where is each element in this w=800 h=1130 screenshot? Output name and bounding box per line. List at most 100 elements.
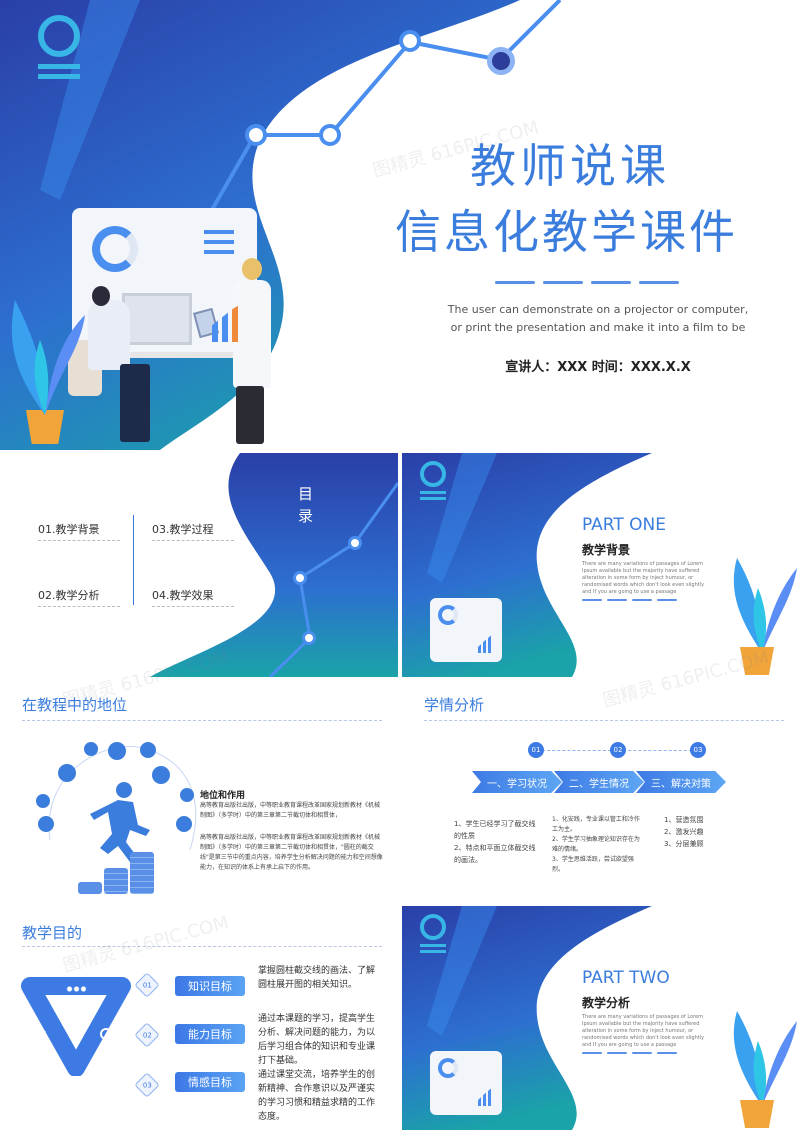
- toc-item-label: 03.教学过程: [152, 523, 214, 536]
- toc-item-label: 04.教学效果: [152, 589, 214, 602]
- goal-pill-emotion[interactable]: 情感目标: [175, 1072, 245, 1092]
- bar-decoration: [38, 74, 80, 79]
- goal-text-1: 掌握圆柱截交线的画法、了解圆柱展开图的相关知识。: [258, 966, 376, 990]
- underline-segment: [543, 281, 583, 284]
- underline-segment: [607, 599, 627, 601]
- note-item: 3、分层兼顾: [664, 840, 704, 848]
- part-one-slide: PART ONE 教学背景 There are many variations …: [402, 453, 800, 677]
- person-legs: [236, 386, 264, 444]
- bar-decoration: [420, 950, 446, 953]
- node-marker: [319, 124, 341, 146]
- underline-segment: [632, 599, 652, 601]
- toc-item-3[interactable]: 03.教学过程: [152, 521, 234, 541]
- cover-subtitle-line1: The user can demonstrate on a projector …: [447, 303, 749, 316]
- ring-decoration: [420, 914, 446, 940]
- location-icon: [180, 788, 194, 802]
- ring-decoration: [420, 461, 446, 487]
- cover-presenter: 宣讲人：XXX 时间：XXX.X.X: [505, 360, 691, 375]
- coin-stack-bar: [130, 852, 154, 894]
- step-arrow-3[interactable]: 三、解决对策: [636, 771, 726, 793]
- goal-pill-ability[interactable]: 能力目标: [175, 1024, 245, 1044]
- note-item: 1、化安践，专业课以管工和冷作工为主。: [552, 816, 640, 833]
- donut-chart-icon: [438, 1058, 458, 1078]
- book-icon: [38, 816, 54, 832]
- note-item: 2、激发兴趣: [664, 828, 704, 836]
- cover-title-line2: 信息化教学课件: [395, 205, 738, 259]
- underline-segment: [632, 1052, 652, 1054]
- node-marker: [348, 536, 362, 550]
- donut-chart-icon: [438, 605, 458, 625]
- trophy-icon: [108, 742, 126, 760]
- cover-title-line1: 教师说课: [470, 139, 670, 193]
- desk: [110, 352, 235, 358]
- toc-background: [150, 453, 398, 677]
- toc-title: 目录: [298, 485, 314, 525]
- underline-segment: [639, 281, 679, 284]
- coin-stack-bar: [78, 882, 102, 894]
- menu-icon: [204, 230, 234, 234]
- ring-decoration: [38, 15, 80, 57]
- step-arrow-1[interactable]: 一、学习状况: [472, 771, 562, 793]
- plant-pot: [26, 410, 64, 444]
- plant-leaves: [733, 1011, 797, 1106]
- part-title: 教学分析: [582, 996, 631, 1010]
- slide-heading: 教学目的: [22, 924, 83, 942]
- step-notes-3: 1、营造氛围 2、激发兴趣 3、分层兼顾: [664, 814, 744, 850]
- bar-decoration: [420, 497, 446, 500]
- target-icon: [84, 742, 98, 756]
- slide-heading: 在教程中的地位: [22, 696, 128, 714]
- rocket-icon: [58, 764, 76, 782]
- underline-segment: [657, 1052, 677, 1054]
- toc-item-underline: [152, 540, 234, 541]
- title-underline: [495, 281, 680, 284]
- goal-number-02: 02: [134, 1022, 160, 1048]
- toc-item-underline: [152, 606, 234, 607]
- node-marker: [302, 631, 316, 645]
- goal-text-3: 通过课堂交流，培养学生的创新精神、合作意识以及严谨实的学习习惯和精益求精的工作态…: [258, 1070, 376, 1122]
- goals-slide: 教学目的 ✕ 01 02 03 知识目标 能力目标 情感目标 掌握圆柱截交线的画…: [0, 906, 398, 1130]
- coin-stack-bar: [104, 868, 128, 894]
- part-description: There are many variations of passages of…: [582, 1014, 705, 1048]
- slide-heading: 学情分析: [424, 696, 485, 714]
- plane-icon: [140, 742, 156, 758]
- heading-rule: [424, 720, 784, 721]
- team-icon: [66, 984, 86, 994]
- toc-slide: 目录 01.教学背景 03.教学过程 02.教学分析 04.教学效果: [0, 453, 398, 677]
- goal-pill-knowledge[interactable]: 知识目标: [175, 976, 245, 996]
- underline-segment: [495, 281, 535, 284]
- climbing-person-icon: [90, 782, 150, 862]
- part-underline: [582, 599, 677, 601]
- position-slide: 在教程中的地位 地位和作用 高等教育出版社出版，中等职业教育课程改革国家规划新教…: [0, 680, 398, 902]
- plant-leaves: [733, 558, 797, 653]
- toc-item-1[interactable]: 01.教学背景: [38, 521, 120, 541]
- position-subtitle: 地位和作用: [200, 791, 246, 801]
- cover-slide: 教师说课 信息化教学课件 The user can demonstrate on…: [0, 0, 800, 450]
- position-para1: 高等教育出版社出版，中等职业教育课程改革国家规划新教材《机械制图》（多学时）中的…: [200, 802, 381, 819]
- step-arrow-2[interactable]: 二、学生情况: [554, 771, 644, 793]
- bar-decoration: [420, 944, 446, 947]
- goal-number-03: 03: [134, 1072, 160, 1098]
- tools-icon: ✕: [38, 1028, 48, 1041]
- note-item: 1、营造氛围: [664, 816, 704, 824]
- bar-decoration: [38, 64, 80, 69]
- step-number-01: 01: [528, 742, 544, 758]
- position-para2: 高等教育出版社出版，中等职业教育课程改革国家规划新教材《机械制图》（多学时）中的…: [200, 834, 383, 871]
- heading-rule: [22, 720, 382, 721]
- toc-item-4[interactable]: 04.教学效果: [152, 587, 234, 607]
- note-item: 2、特点和平面立体截交线的画法。: [454, 844, 536, 864]
- toc-item-2[interactable]: 02.教学分析: [38, 587, 120, 607]
- learning-slide: 学情分析 01 02 03 一、学习状况 二、学生情况 三、解决对策 1、学生已…: [402, 680, 800, 902]
- node-marker: [487, 47, 515, 75]
- toc-item-label: 02.教学分析: [38, 589, 100, 602]
- toc-item-underline: [38, 606, 120, 607]
- plant-pot: [740, 647, 774, 675]
- coin-stack: [78, 852, 154, 894]
- step-number-03: 03: [690, 742, 706, 758]
- node-marker: [245, 124, 267, 146]
- part-title: 教学背景: [582, 543, 631, 557]
- underline-segment: [591, 281, 631, 284]
- bar-decoration: [420, 491, 446, 494]
- toc-item-underline: [38, 540, 120, 541]
- toc-divider: [133, 515, 134, 605]
- underline-segment: [582, 1052, 602, 1054]
